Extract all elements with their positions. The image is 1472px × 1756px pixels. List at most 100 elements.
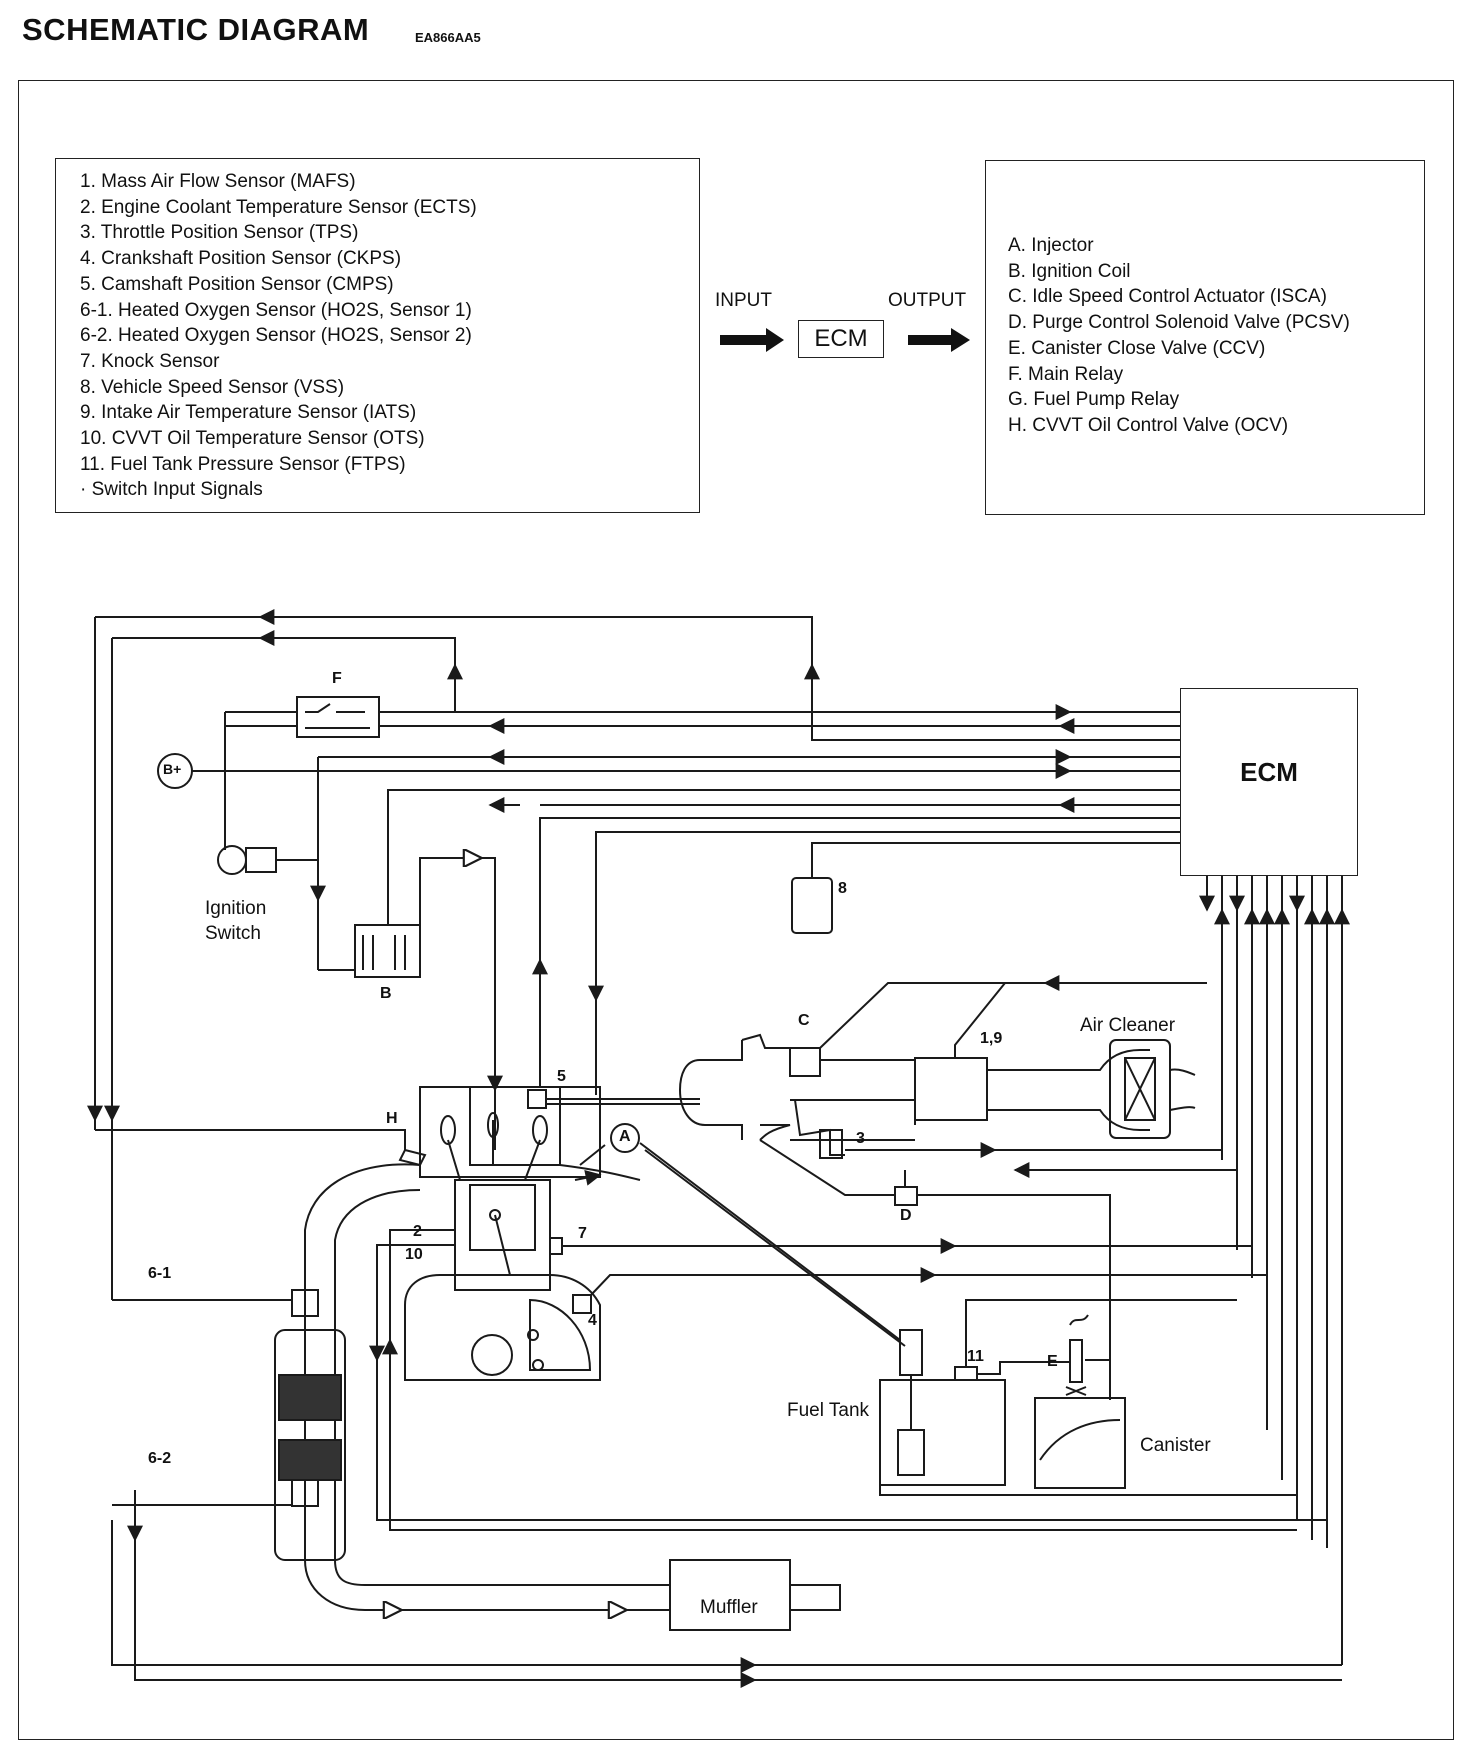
ignition-switch-label-1: Ignition (205, 898, 267, 919)
fuel-line-1 (639, 1142, 901, 1341)
input-item: 8. Vehicle Speed Sensor (VSS) (80, 376, 345, 398)
tag-ccv: E (1047, 1353, 1058, 1370)
tag-ho2s-2: 6-2 (148, 1450, 172, 1467)
output-item: D. Purge Control Solenoid Valve (PCSV) (1008, 312, 1350, 334)
tag-isc: C (798, 1012, 810, 1029)
wire-ccv (1085, 1195, 1111, 1361)
exhaust-pipe-outer (304, 1163, 670, 1611)
wire-ects (389, 1229, 430, 1340)
diagram-frame (18, 80, 1454, 1740)
tag-ignition-coil: B (380, 985, 392, 1002)
surge-tank-top (741, 1033, 790, 1049)
input-item: 11. Fuel Tank Pressure Sensor (FTPS) (80, 453, 406, 475)
intake-port (559, 1164, 641, 1181)
wire-mafs-ecm (954, 982, 1006, 1058)
air-cleaner-cross (1124, 1057, 1156, 1121)
muffler-box (669, 1559, 791, 1631)
input-item: 2. Engine Coolant Temperature Sensor (EC… (80, 196, 477, 218)
vss-sensor (791, 877, 833, 934)
ignition-coil-box (354, 924, 421, 978)
wire-isc-ecm (819, 982, 1207, 1049)
exhaust-pipe-inner (334, 1189, 670, 1586)
tag-ocv: H (386, 1110, 398, 1127)
input-item: · Switch Input Signals (80, 479, 263, 501)
tag-ects: 2 (413, 1223, 422, 1240)
air-cleaner-label: Air Cleaner (1080, 1015, 1176, 1036)
catalyst (274, 1329, 346, 1561)
wire-ftps-ecm (965, 1299, 1237, 1367)
main-relay-switch (305, 703, 365, 713)
air-duct-top (987, 1049, 1150, 1071)
ccv-valve-cross (1065, 1386, 1087, 1396)
wire-cmps-ecm (539, 817, 1180, 1087)
valve-right (532, 1115, 548, 1145)
input-item: 6-1. Heated Oxygen Sensor (HO2S, Sensor … (80, 299, 472, 321)
wire-coil-ecm (387, 789, 1180, 925)
ccv-valve (1069, 1339, 1083, 1383)
surge-tank-bottom (759, 1124, 791, 1141)
input-item: 5. Camshaft Position Sensor (CMPS) (80, 273, 394, 295)
crank-wheel (529, 1298, 592, 1371)
input-item: 1. Mass Air Flow Sensor (MAFS) (80, 171, 356, 192)
wire-lower-loop-1 (376, 1420, 1327, 1521)
ccv-vent (1069, 1314, 1089, 1326)
fuel-pump (897, 1429, 925, 1476)
canister (1034, 1397, 1126, 1489)
air-cleaner-filter (1124, 1057, 1156, 1121)
crank-wheel-hole-2 (532, 1359, 544, 1371)
purge-line-1 (759, 1139, 895, 1196)
main-relay-box (296, 696, 380, 738)
wire-ocv (95, 1129, 406, 1150)
tag-ho2s-1: 6-1 (148, 1265, 172, 1282)
wire-isc-path (820, 1059, 916, 1125)
input-item: 3. Throttle Position Sensor (TPS) (80, 222, 359, 244)
battery-label: B+ (163, 761, 182, 777)
input-item: 7. Knock Sensor (80, 350, 220, 372)
catalyst-core-1 (278, 1374, 342, 1421)
ignition-switch-label-2: Switch (205, 923, 261, 944)
pcsv-valve (894, 1186, 918, 1206)
ecm-flow-box: ECM (798, 320, 884, 358)
catalyst-core-2 (278, 1439, 342, 1481)
output-item: E. Canister Close Valve (CCV) (1008, 337, 1266, 359)
ecm-module: ECM (1180, 688, 1358, 876)
fuel-tank-label: Fuel Tank (787, 1400, 870, 1421)
connecting-rod (494, 1214, 535, 1276)
cylinder-head-box (419, 1086, 601, 1178)
inputs-legend: 1. Mass Air Flow Sensor (MAFS) 2. Engine… (55, 158, 700, 513)
wire-ho2s-2-ecm (134, 1490, 1342, 1681)
injector-body (579, 1144, 606, 1166)
input-flow-arrowhead (766, 328, 784, 352)
tps-sensor (819, 1129, 843, 1159)
crankshaft (471, 1334, 513, 1376)
outputs-legend: A. Injector B. Ignition Coil C. Idle Spe… (985, 160, 1425, 515)
ho2s-2 (291, 1479, 319, 1507)
spark-plug-body (487, 1112, 499, 1138)
ftps-sensor (954, 1366, 978, 1381)
tag-main-relay: F (332, 670, 342, 687)
wire-top-loop (95, 616, 1180, 741)
output-item: H. CVVT Oil Control Valve (OCV) (1008, 414, 1289, 436)
input-item: 10. CVVT Oil Temperature Sensor (OTS) (80, 428, 425, 450)
tag-pcsv: D (900, 1207, 912, 1224)
output-item: G. Fuel Pump Relay (1008, 389, 1180, 411)
canister-label: Canister (1140, 1435, 1211, 1456)
wire-relay-top (112, 637, 456, 713)
wire-ots (376, 1244, 430, 1420)
output-item: B. Ignition Coil (1008, 260, 1131, 282)
page-title: SCHEMATIC DIAGRAM (22, 12, 370, 47)
tag-tps: 3 (856, 1130, 865, 1147)
ho2s-1 (291, 1289, 319, 1317)
output-item: F. Main Relay (1008, 363, 1124, 385)
ignition-switch-body (217, 845, 247, 875)
wire-fuel-pump (879, 1440, 1297, 1496)
muffler-tailpipe (790, 1584, 841, 1611)
input-item: 6-2. Heated Oxygen Sensor (HO2S, Sensor … (80, 325, 472, 347)
wire-ho2s-1-ecm (111, 1520, 1342, 1666)
air-cleaner-box (1109, 1039, 1171, 1139)
mafs-sensor (914, 1057, 988, 1121)
output-flow-arrowhead (951, 328, 970, 352)
air-cleaner-inlet (1169, 1068, 1196, 1111)
cylinder-bore (454, 1179, 551, 1291)
